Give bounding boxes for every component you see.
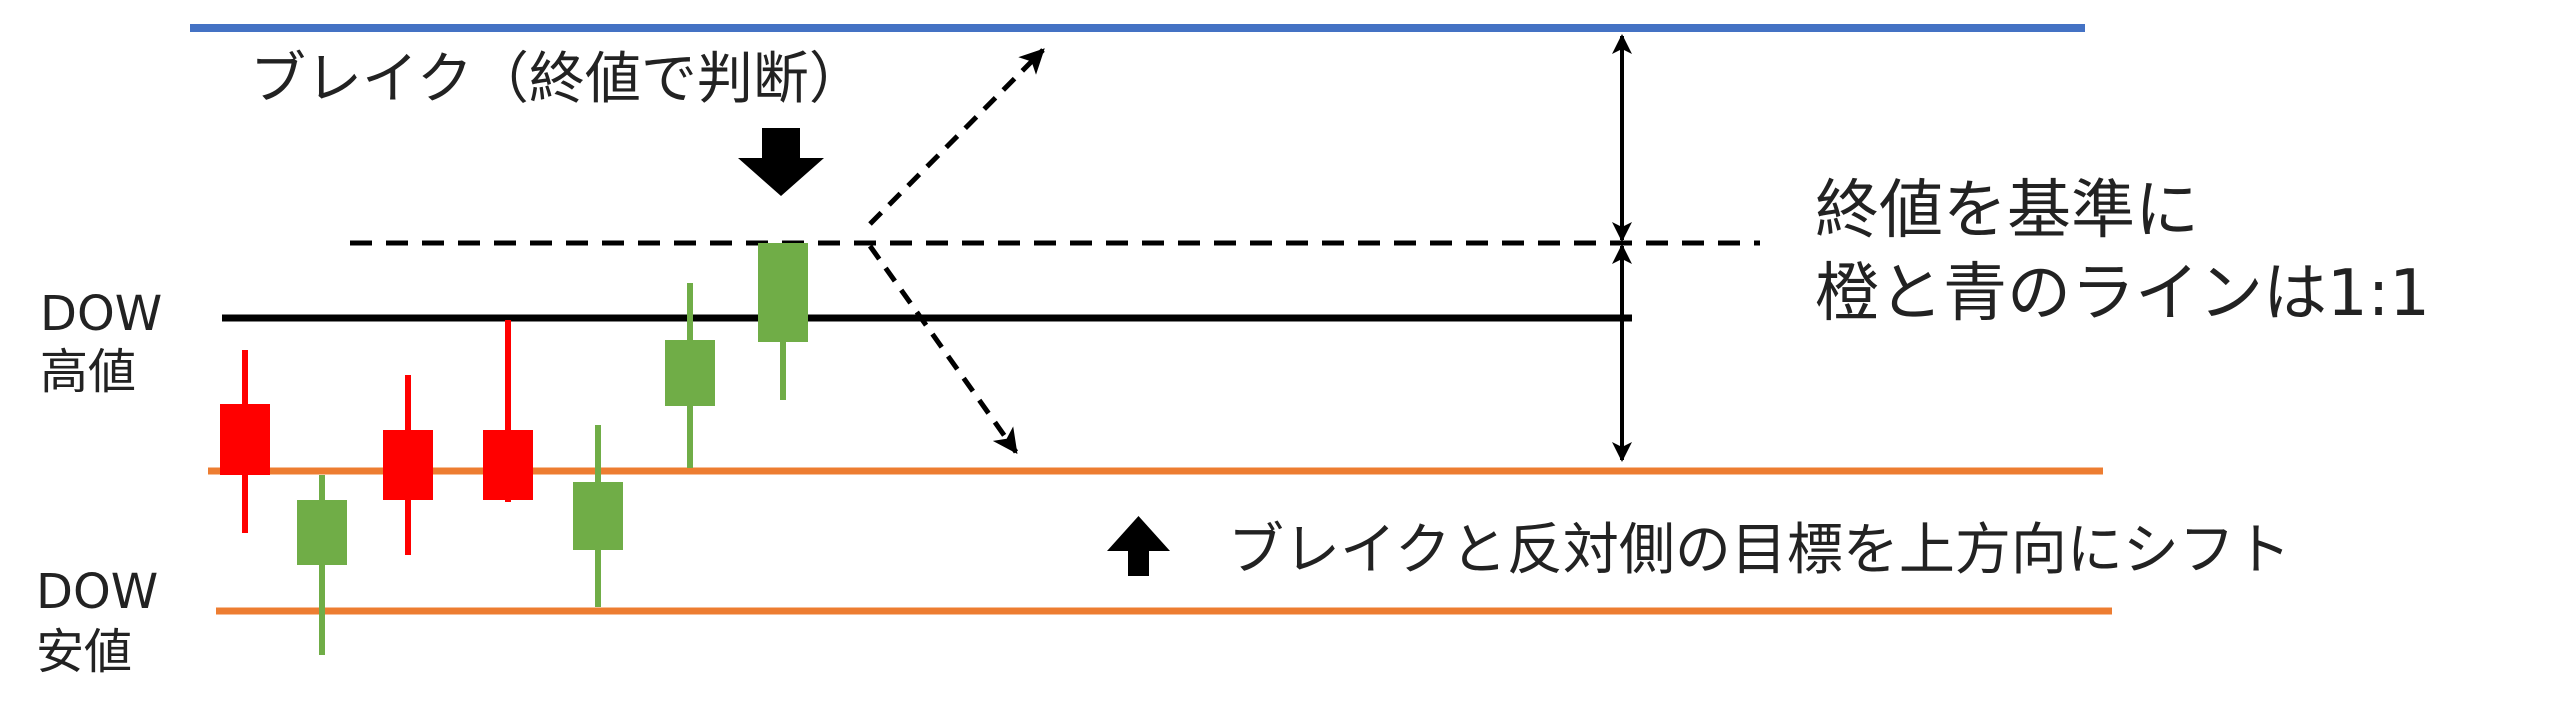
dashed-down-arrow bbox=[867, 244, 1019, 455]
dow-high-label-line2: 高値 bbox=[40, 344, 136, 400]
bear-candle-body bbox=[220, 404, 270, 475]
bull-candle-body bbox=[758, 243, 808, 342]
bull-candle-body bbox=[665, 340, 715, 406]
down-arrow-icon bbox=[738, 128, 824, 196]
ratio-label-line1: 終値を基準に bbox=[1815, 174, 2199, 248]
shift-note-label: ブレイクと反対側の目標を上方向にシフト bbox=[1228, 518, 2291, 583]
bull-candle-body bbox=[297, 500, 347, 565]
dow-high-label-line1: DOW bbox=[40, 286, 162, 342]
dashed-up-arrow bbox=[868, 48, 1045, 226]
dow-low-label-line2: 安値 bbox=[36, 624, 132, 680]
dow-low-label-line1: DOW bbox=[36, 564, 158, 620]
up-arrow-icon bbox=[1107, 516, 1170, 576]
candlestick-group bbox=[220, 243, 808, 655]
ratio-label-line2: 橙と青のラインは1:1 bbox=[1815, 257, 2430, 331]
bull-candle-body bbox=[573, 482, 623, 550]
bear-candle-body bbox=[483, 430, 533, 500]
break-label: ブレイク（終値で判断） bbox=[250, 47, 865, 112]
bear-candle-body bbox=[383, 430, 433, 500]
